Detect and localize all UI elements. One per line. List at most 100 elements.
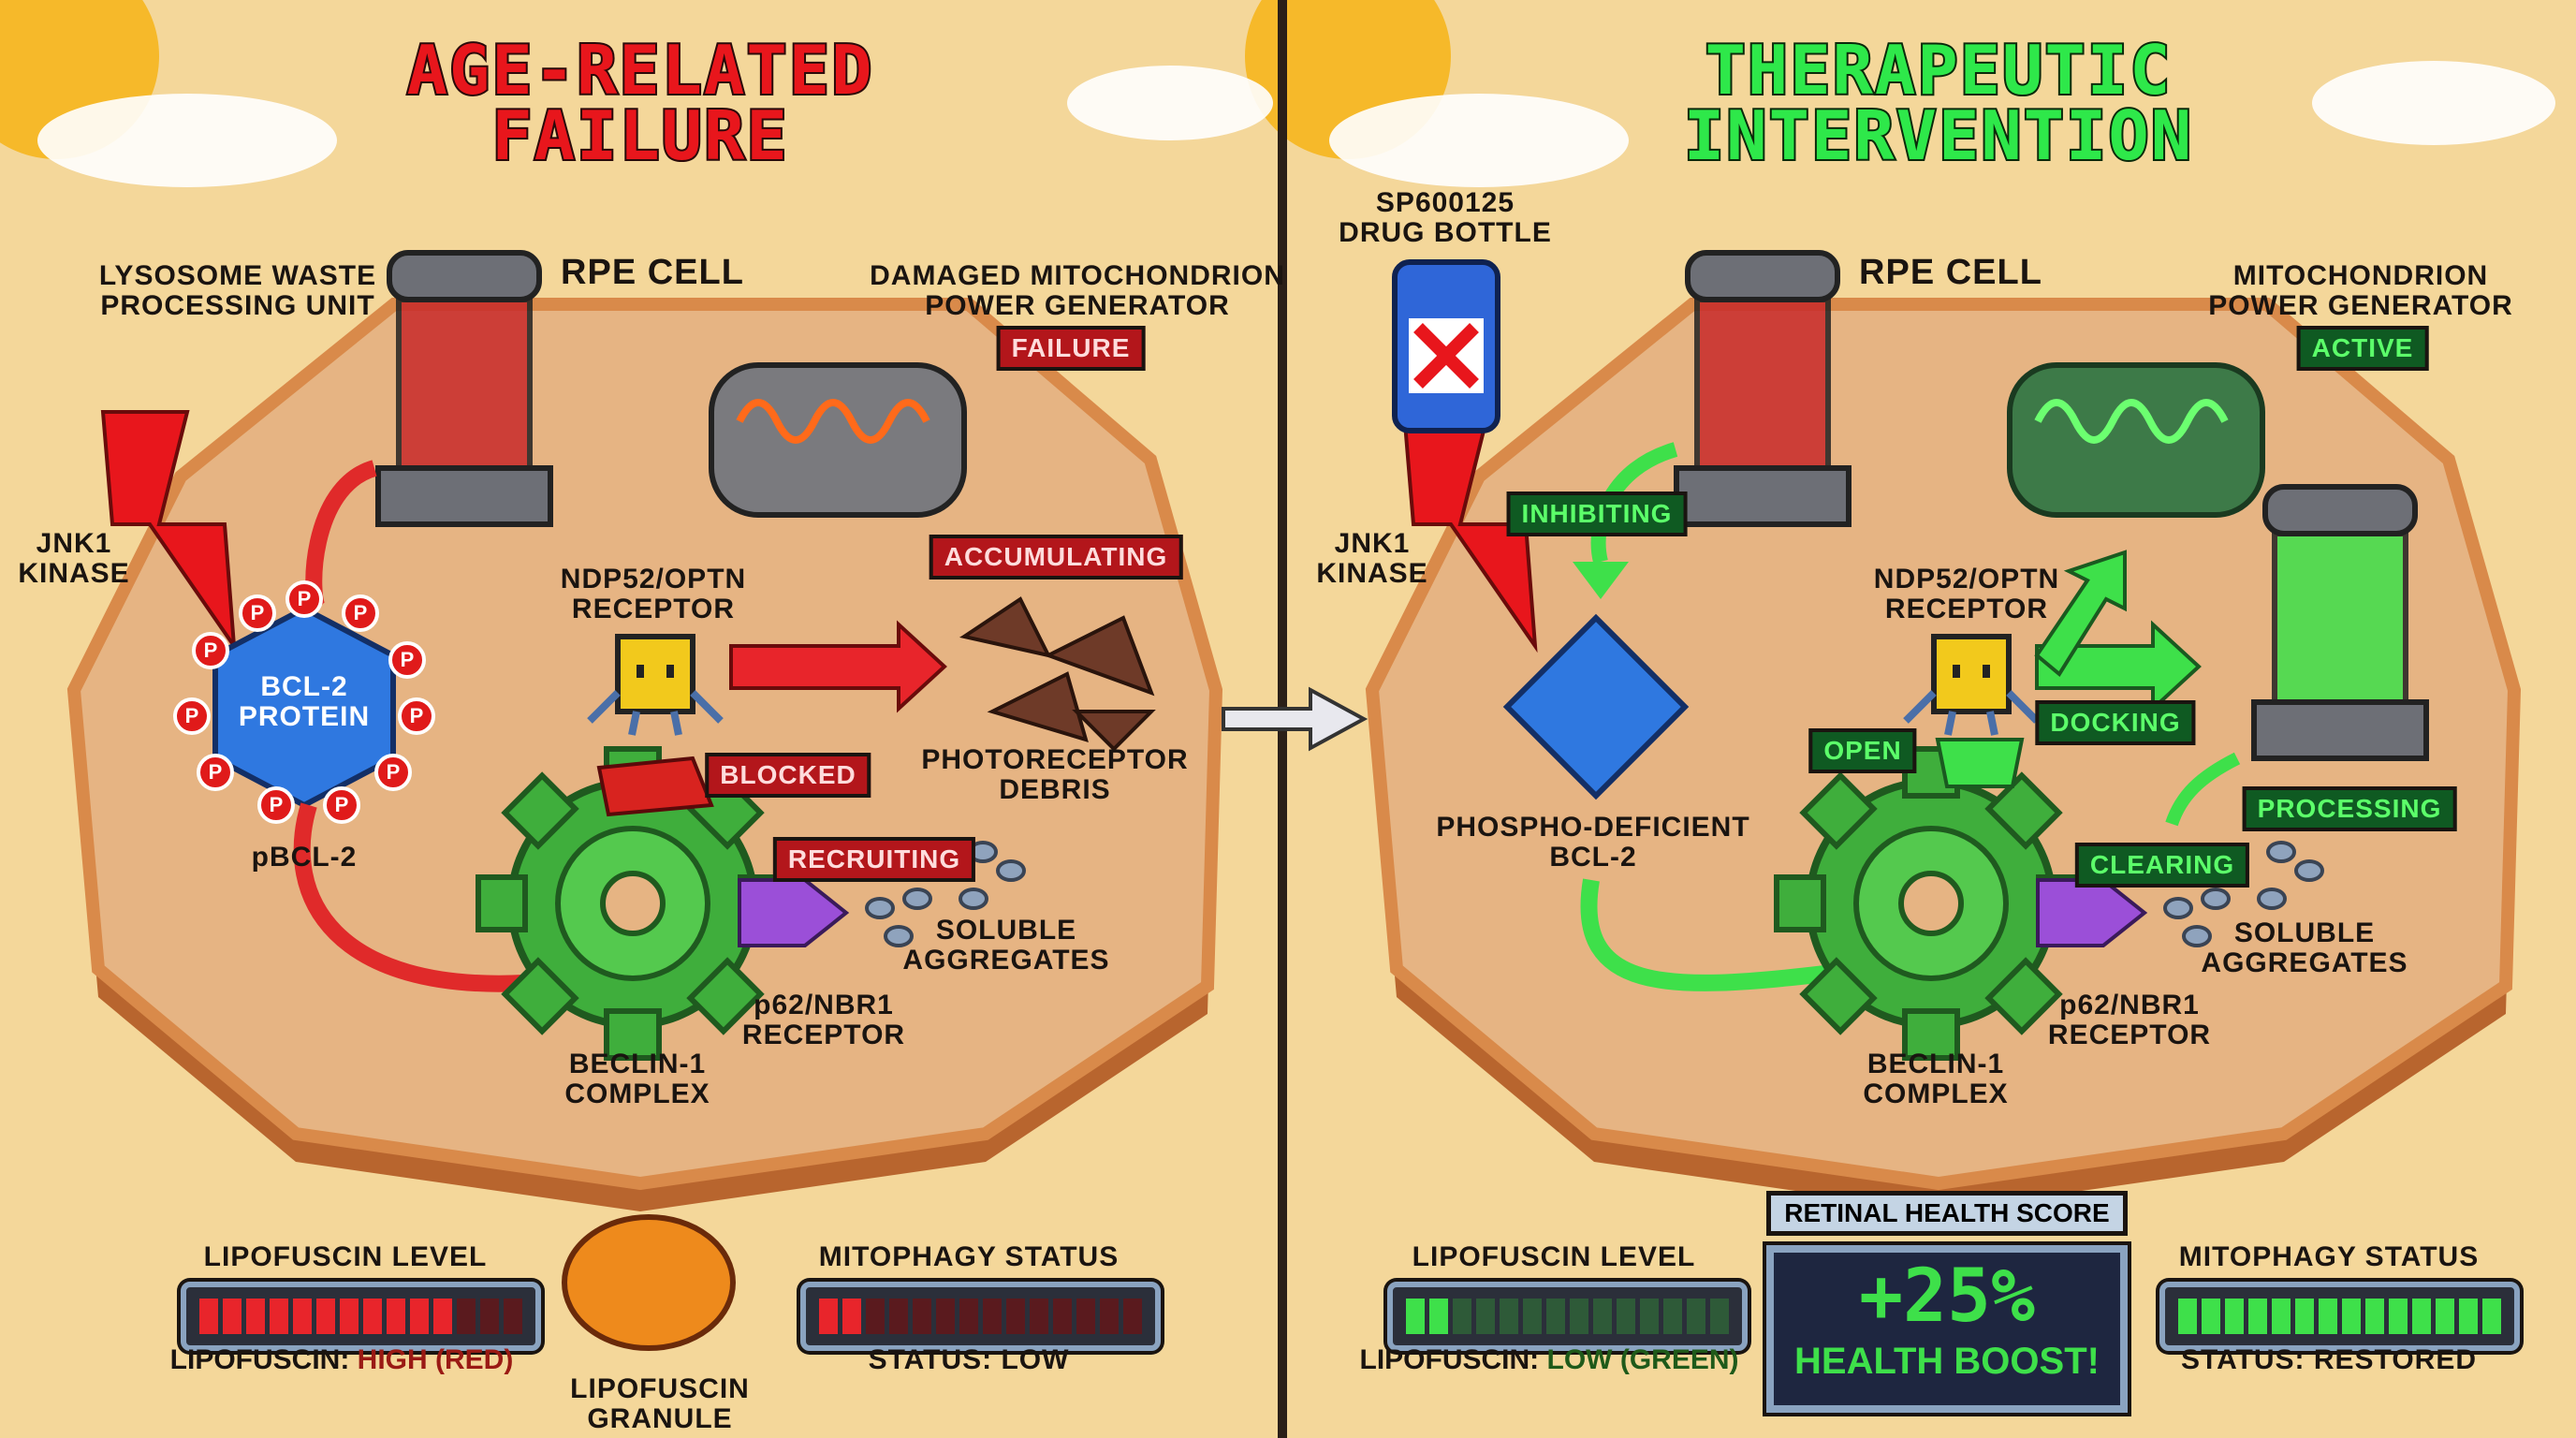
meter-segment-filled [316,1299,335,1334]
phosphate-marker: P [374,754,412,791]
meter-segment-empty [1570,1299,1588,1334]
meter-segment-filled [1429,1299,1448,1334]
meter-segment-empty [959,1299,978,1334]
meter-segment-filled [2272,1299,2291,1334]
score-subtitle: HEALTH BOOST! [1794,1341,2100,1382]
score-title: RETINAL HEALTH SCORE [1766,1191,2128,1236]
phosphate-marker: P [257,786,295,824]
phosphate-marker: P [388,641,426,679]
meter-segment-filled [2365,1299,2384,1334]
meter-segment-empty [1546,1299,1565,1334]
meter-segment-empty [1076,1299,1095,1334]
meter-segment-empty [1100,1299,1119,1334]
meter-segment-empty [1453,1299,1471,1334]
left-mitophagy-label: MITOPHAGY STATUS [818,1241,1120,1272]
phosphate-marker: P [323,786,360,824]
meter-segment-empty [1500,1299,1518,1334]
processing-badge: PROCESSING [2242,786,2457,831]
meter-segment-filled [1406,1299,1425,1334]
phosphate-marker: P [239,594,276,632]
rpe-cell-label: RPE CELL [561,253,744,292]
right-mitophagy-bar [2159,1282,2520,1351]
left-lipofuscin-label: LIPOFUSCIN LEVEL [203,1241,488,1272]
phosphate-marker: P [197,754,234,791]
right-lipofuscin-label: LIPOFUSCIN LEVEL [1412,1241,1696,1272]
left-lipofuscin-bar [181,1282,541,1351]
meter-segment-empty [1523,1299,1542,1334]
left-mitophagy-caption: STATUS: LOW [868,1344,1070,1375]
phosphate-marker: P [342,594,379,632]
meter-segment-filled [199,1299,218,1334]
meter-segment-filled [2202,1299,2220,1334]
meter-segment-filled [433,1299,452,1334]
open-badge: OPEN [1808,728,1917,773]
meter-segment-filled [363,1299,382,1334]
right-mitophagy-label: MITOPHAGY STATUS [2178,1241,2480,1272]
meter-segment-filled [2295,1299,2314,1334]
rpe-cell-label-right: RPE CELL [1859,253,2042,292]
meter-segment-empty [889,1299,908,1334]
meter-segment-empty [1687,1299,1705,1334]
pbcl2-label: pBCL-2 [251,842,358,873]
score-value: +25% [1859,1255,2035,1339]
meter-segment-filled [293,1299,312,1334]
recruiting-badge: RECRUITING [772,837,976,882]
meter-segment-empty [1710,1299,1729,1334]
meter-segment-empty [1123,1299,1142,1334]
meter-segment-filled [340,1299,359,1334]
active-badge: ACTIVE [2296,326,2429,371]
meter-segment-empty [1593,1299,1612,1334]
phosphate-marker: P [192,632,229,669]
right-lipofuscin-caption: LIPOFUSCIN: LOW (GREEN) [1359,1344,1739,1375]
meter-segment-filled [2225,1299,2244,1334]
meter-segment-empty [913,1299,931,1334]
meter-segment-filled [2459,1299,2478,1334]
meter-segment-filled [2248,1299,2267,1334]
accumulating-badge: ACCUMULATING [929,535,1183,580]
inhibiting-badge: INHIBITING [1506,492,1688,536]
meter-segment-empty [1617,1299,1635,1334]
right-lipofuscin-bar [1387,1282,1748,1351]
meter-segment-empty [1640,1299,1659,1334]
meter-segment-empty [1006,1299,1025,1334]
phosphate-marker: P [173,697,211,735]
meter-segment-empty [983,1299,1002,1334]
score-display: +25% HEALTH BOOST! [1766,1245,2128,1413]
meter-segment-filled [2482,1299,2501,1334]
meter-segment-empty [1476,1299,1495,1334]
meter-segment-empty [1053,1299,1072,1334]
blocked-badge: BLOCKED [705,753,871,798]
right-mitophagy-caption: STATUS: RESTORED [2180,1344,2478,1375]
failure-badge: FAILURE [996,326,1146,371]
meter-segment-empty [480,1299,499,1334]
meter-segment-empty [457,1299,476,1334]
meter-segment-empty [1030,1299,1048,1334]
meter-segment-filled [2436,1299,2454,1334]
phosphate-marker: P [285,580,323,618]
meter-segment-filled [2178,1299,2197,1334]
meter-segment-filled [223,1299,242,1334]
meter-segment-filled [2342,1299,2361,1334]
meter-segment-filled [2412,1299,2431,1334]
docking-badge: DOCKING [2035,700,2196,745]
meter-segment-filled [2389,1299,2408,1334]
meter-segment-filled [270,1299,288,1334]
left-mitophagy-bar [800,1282,1161,1351]
meter-segment-filled [842,1299,861,1334]
